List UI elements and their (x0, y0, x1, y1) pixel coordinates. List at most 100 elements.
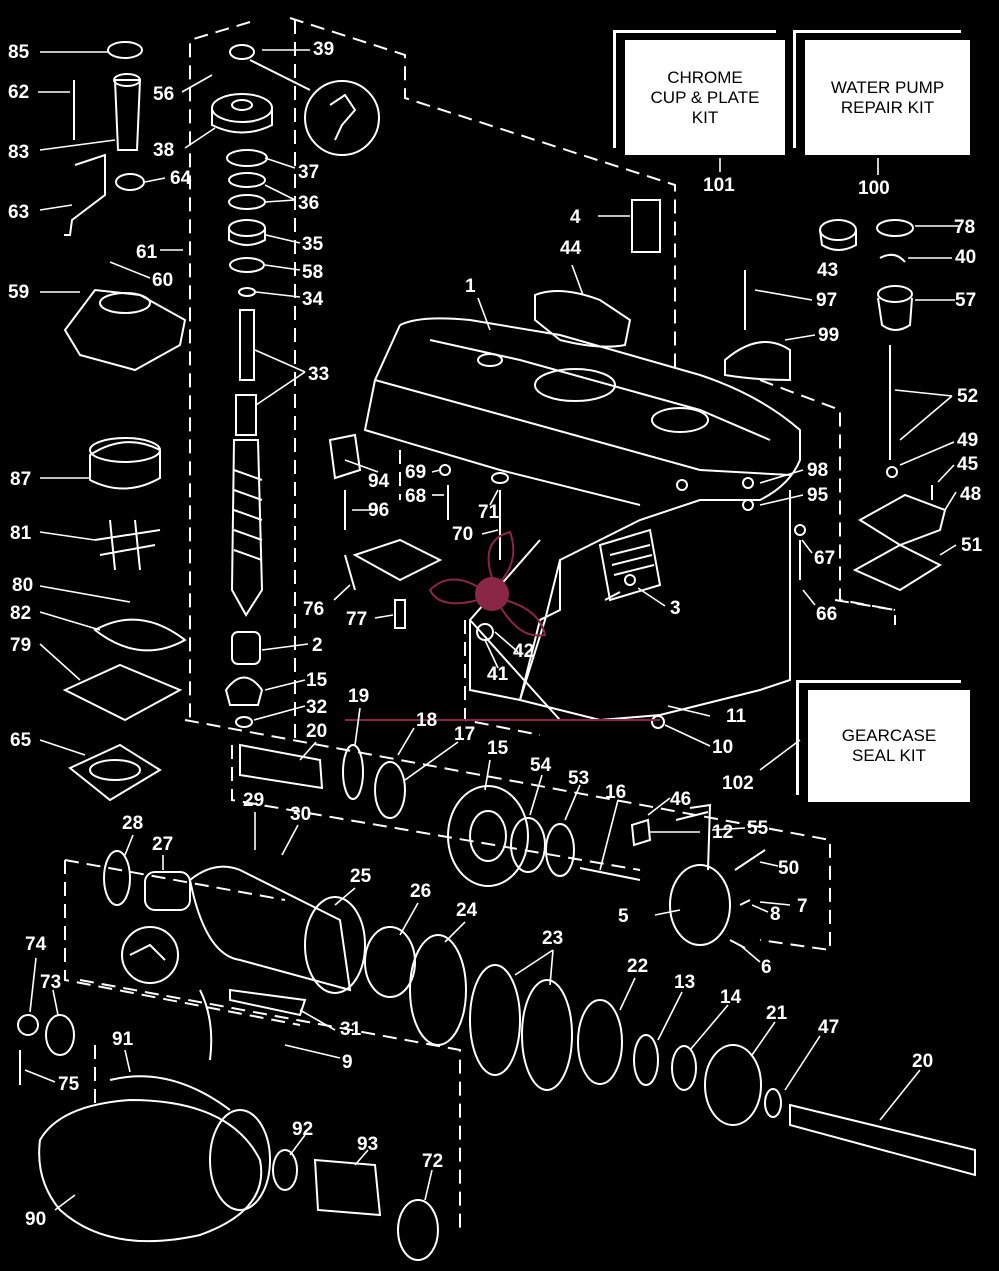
gearcase-seal-kit-box: GEARCASE SEAL KIT (796, 680, 970, 802)
callout-number: 60 (152, 270, 173, 291)
callout-number: 67 (814, 548, 835, 569)
kit-label-line: REPAIR KIT (840, 97, 935, 117)
callout-number: 70 (452, 524, 473, 545)
callout-number: 20 (306, 721, 327, 742)
callout-number: 45 (957, 454, 979, 475)
callout-number: 26 (410, 881, 431, 902)
kit-label-line: WATER PUMP (830, 77, 945, 97)
callout-number: 29 (243, 790, 264, 811)
chrome-cup-plate-kit-box: CHROME CUP & PLATE KIT (613, 30, 785, 155)
callout-number: 64 (170, 168, 192, 189)
callout-number: 98 (807, 460, 828, 481)
callout-number: 93 (357, 1134, 378, 1155)
callout-number: 12 (712, 822, 733, 843)
callout-number: 23 (542, 928, 563, 949)
callout-number: 77 (346, 609, 367, 630)
callout-number: 8 (770, 904, 781, 925)
callout-number: 99 (818, 325, 839, 346)
callout-number: 75 (58, 1074, 80, 1095)
dashed-boundaries (64, 17, 896, 1230)
callout-number: 25 (350, 866, 372, 887)
callout-number: 79 (10, 635, 31, 656)
callout-number: 95 (807, 485, 829, 506)
callout-number: 49 (957, 430, 978, 451)
callout-number: 24 (456, 900, 478, 921)
callout-number: 71 (478, 502, 500, 523)
callout-number: 31 (340, 1019, 362, 1040)
callout-number: 35 (302, 234, 324, 255)
callout-number: 20 (912, 1051, 933, 1072)
callout-number: 51 (961, 535, 983, 556)
callout-number: 15 (487, 738, 509, 759)
callout-number: 7 (797, 896, 808, 917)
callout-number: 17 (454, 724, 475, 745)
callout-number: 85 (8, 42, 30, 63)
callout-number: 83 (8, 142, 29, 163)
watermark-propeller-icon (345, 530, 660, 721)
callout-number: 68 (405, 486, 426, 507)
callout-number: 4 (570, 207, 581, 228)
callout-number: 65 (10, 730, 32, 751)
callout-number: 14 (720, 987, 742, 1008)
callout-number: 90 (25, 1209, 46, 1230)
callout-number: 39 (313, 39, 334, 60)
callout-number: 37 (298, 162, 319, 183)
callout-number: 69 (405, 462, 426, 483)
callout-number: 76 (303, 599, 324, 620)
callout-number: 11 (726, 706, 747, 727)
drive-shaft-column (211, 44, 273, 728)
callout-number: 6 (761, 957, 772, 978)
callout-number: 74 (25, 934, 47, 955)
callout-number: 15 (306, 670, 328, 691)
callout-number: 2 (312, 635, 323, 656)
callout-number: 96 (368, 500, 389, 521)
callout-number: 87 (10, 469, 31, 490)
callout-number: 28 (122, 813, 143, 834)
gearcase-housing (363, 317, 801, 722)
callout-number: 43 (817, 260, 838, 281)
callout-number: 32 (306, 697, 327, 718)
callout-number: 50 (778, 858, 799, 879)
callout-number: 3 (670, 598, 681, 619)
callout-number: 82 (10, 603, 31, 624)
lower-unit-parts (17, 743, 976, 1177)
callout-number: 36 (298, 193, 319, 214)
callout-number: 72 (422, 1151, 443, 1172)
kit-label-line: GEARCASE (841, 726, 937, 745)
callout-number: 52 (957, 386, 978, 407)
kit-number-101: 101 (703, 175, 735, 196)
callout-number: 21 (766, 1003, 788, 1024)
callout-number: 13 (674, 972, 695, 993)
callout-number: 44 (560, 238, 582, 259)
callout-number: 81 (10, 523, 32, 544)
callout-number: 41 (487, 664, 509, 685)
water-pump-parts (62, 41, 187, 802)
kit-number-100: 100 (858, 178, 890, 199)
callout-number: 40 (955, 247, 976, 268)
callout-number: 92 (292, 1119, 313, 1140)
callout-number: 56 (153, 84, 174, 105)
callout-number: 27 (152, 834, 173, 855)
callout-number: 34 (302, 289, 324, 310)
kit-label-line: CHROME (667, 67, 743, 87)
callout-number: 18 (416, 710, 437, 731)
water-pump-repair-kit-box: WATER PUMP REPAIR KIT (793, 30, 970, 155)
callout-number: 47 (818, 1017, 839, 1038)
callout-number: 46 (670, 789, 691, 810)
callout-number: 33 (308, 364, 329, 385)
callout-number: 30 (290, 804, 311, 825)
callout-number: 78 (954, 217, 975, 238)
kit-number-102: 102 (722, 773, 754, 794)
callout-number: 57 (955, 290, 976, 311)
callout-number: 42 (513, 641, 534, 662)
callout-number: 19 (348, 686, 369, 707)
callout-number: 97 (816, 290, 837, 311)
callout-number: 73 (40, 972, 61, 993)
callout-number: 59 (8, 282, 29, 303)
callout-number: 62 (8, 82, 29, 103)
kit-label-line: SEAL KIT (851, 746, 926, 765)
callout-number: 94 (368, 471, 390, 492)
